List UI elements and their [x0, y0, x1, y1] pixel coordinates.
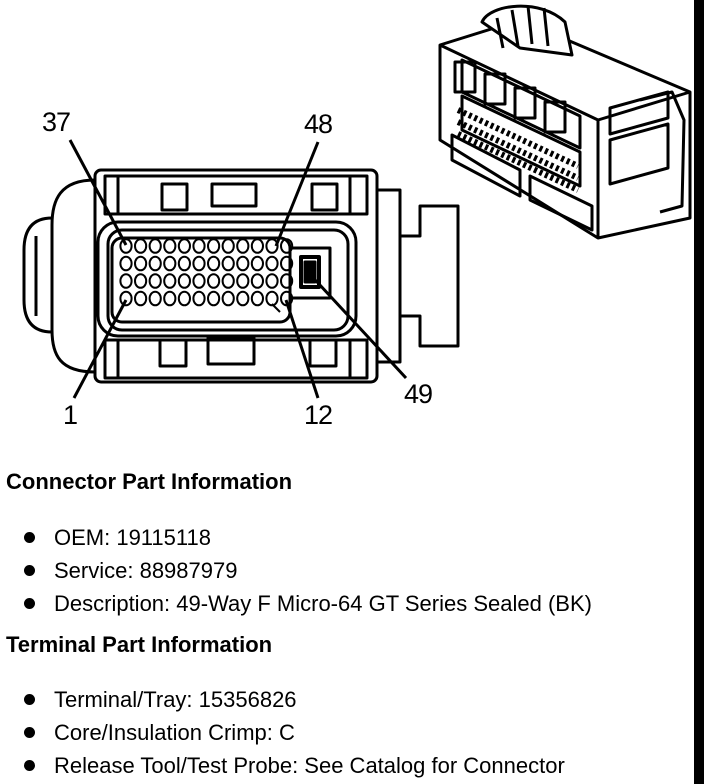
pin-cavity — [221, 273, 235, 289]
pin-cavity — [163, 290, 177, 307]
connector-front-view — [22, 168, 460, 384]
bullet-icon — [24, 760, 35, 771]
pin-cavity — [177, 290, 191, 307]
pin-cavity — [119, 255, 133, 272]
terminal-tray: Terminal/Tray: 15356826 — [54, 687, 297, 712]
pin-cavity — [148, 238, 162, 254]
pin-cavity — [177, 273, 191, 289]
pin-cavity — [192, 255, 206, 272]
pin-cavity — [207, 273, 221, 289]
pin-cavity — [148, 290, 162, 307]
leader-lines — [68, 139, 408, 399]
list-item: Core/Insulation Crimp: C — [20, 716, 565, 749]
terminal-section-title: Terminal Part Information — [6, 632, 273, 657]
pin-cavity — [119, 238, 133, 254]
pin-label-48: 48 — [304, 109, 333, 139]
pin-cavity — [163, 255, 177, 272]
pin-label-12: 12 — [304, 400, 333, 430]
connector-diagram — [22, 4, 692, 399]
right-edge-bar — [694, 0, 704, 784]
list-item: Service: 88987979 — [20, 554, 592, 587]
pin-cavity — [236, 255, 250, 272]
pin-label-1: 1 — [63, 400, 78, 430]
pin-cavity — [207, 290, 221, 307]
pin-cavity — [250, 290, 264, 307]
pin-cavity — [192, 273, 206, 289]
list-item: Release Tool/Test Probe: See Catalog for… — [20, 749, 565, 782]
terminal-crimp: Core/Insulation Crimp: C — [54, 720, 295, 745]
pin-cavity — [177, 255, 191, 272]
pin-cavity — [134, 255, 148, 272]
pin-cavity — [236, 290, 250, 307]
connector-description: Description: 49-Way F Micro-64 GT Series… — [54, 591, 592, 616]
pin-cavity — [250, 273, 264, 289]
pin-cavity — [207, 238, 221, 254]
pin-cavity — [119, 273, 133, 289]
connector-service: Service: 88987979 — [54, 558, 238, 583]
bullet-icon — [24, 694, 35, 705]
list-item: Terminal/Tray: 15356826 — [20, 683, 565, 716]
pin-cavity — [280, 238, 294, 254]
connector-isometric-view — [438, 4, 692, 240]
pin-cavity-grid — [119, 238, 294, 307]
pin-cavity — [177, 238, 191, 254]
pin-cavity — [265, 255, 279, 272]
pin-cavity — [250, 255, 264, 272]
pin-cavity — [134, 273, 148, 289]
pin-cavity — [280, 273, 294, 289]
pin-cavity — [148, 255, 162, 272]
connector-info-list: OEM: 19115118 Service: 88987979 Descript… — [20, 521, 592, 620]
pin-cavity — [280, 255, 294, 272]
pin-label-37: 37 — [42, 107, 71, 137]
pin-cavity — [134, 238, 148, 254]
list-item: Description: 49-Way F Micro-64 GT Series… — [20, 587, 592, 620]
pin-cavity — [265, 290, 279, 307]
pin-cavity — [236, 238, 250, 254]
pin-cavity — [221, 255, 235, 272]
pin-cavity — [192, 238, 206, 254]
bullet-icon — [24, 565, 35, 576]
pin-cavity — [221, 238, 235, 254]
terminal-release-tool: Release Tool/Test Probe: See Catalog for… — [54, 753, 565, 778]
bullet-icon — [24, 598, 35, 609]
pin-cavity — [163, 273, 177, 289]
connector-section-title: Connector Part Information — [6, 469, 293, 494]
pin-cavity — [192, 290, 206, 307]
pin-cavity — [148, 273, 162, 289]
pin-cavity — [250, 238, 264, 254]
bullet-icon — [24, 727, 35, 738]
pin-cavity — [119, 290, 133, 307]
terminal-info-list: Terminal/Tray: 15356826 Core/Insulation … — [20, 683, 565, 782]
pin-cavity — [134, 290, 148, 307]
connector-oem: OEM: 19115118 — [54, 525, 211, 550]
pin-cavity — [221, 290, 235, 307]
pin-label-49: 49 — [404, 379, 433, 409]
pin-cavity — [236, 273, 250, 289]
bullet-icon — [24, 532, 35, 543]
list-item: OEM: 19115118 — [20, 521, 592, 554]
pin-cavity — [163, 238, 177, 254]
pin-cavity — [207, 255, 221, 272]
pin-cavity — [265, 273, 279, 289]
